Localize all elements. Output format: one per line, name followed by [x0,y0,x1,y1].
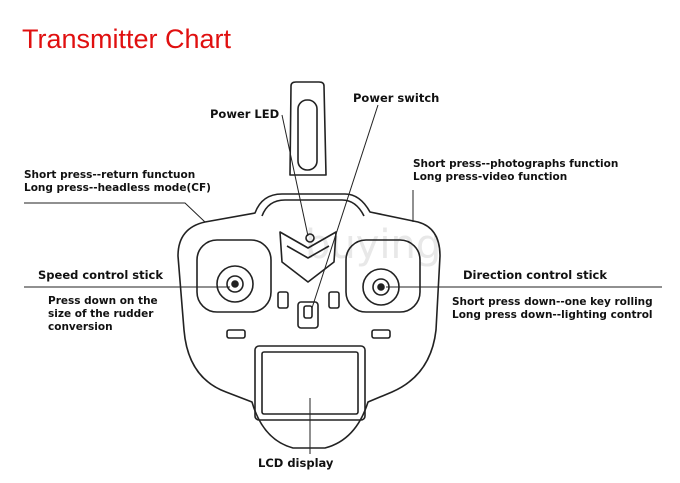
right-bottom-trim [371,329,391,339]
power-switch-icon [297,301,319,329]
left-top-leader [24,202,206,223]
power-led-icon [305,233,315,243]
speed-stick-label: Speed control stick [38,268,164,282]
left-trim-button [277,291,289,309]
speed-desc-line3: conversion [48,321,113,333]
watermark: buying [305,222,441,268]
speed-control-stick [216,265,254,303]
speed-stick-center [231,280,239,288]
power-switch-label: Power switch [353,91,440,105]
left-top-desc-line1: Short press--return functuon [24,169,196,181]
direction-stick-label: Direction control stick [463,268,607,282]
lcd-display-label: LCD display [258,456,334,470]
left-top-desc-line2: Long press--headless mode(CF) [24,182,211,194]
antenna [289,81,327,176]
power-switch-knob [303,305,313,319]
left-bottom-trim [226,329,246,339]
right-stick-well [345,239,421,313]
right-trim-button [328,291,340,309]
power-led-leader [281,114,309,237]
left-stick-well [196,239,272,313]
direction-stick-center [377,283,385,291]
right-top-desc-line1: Short press--photographs function [413,158,619,170]
led-chevron-outer [279,231,337,283]
right-top-desc-line2: Long press-video function [413,171,568,183]
page-title: Transmitter Chart [22,24,232,54]
speed-desc-line2: size of the rudder [48,308,154,320]
speed-desc-line1: Press down on the [48,295,158,307]
antenna-slot [297,99,318,171]
body-trim [261,199,365,217]
speed-stick-cap [226,275,244,293]
direction-desc-line1: Short press down--one key rolling [452,296,653,308]
transmitter-body [177,193,441,449]
power-switch-leader [311,104,379,309]
direction-desc-line2: Long press down--lighting control [452,309,653,321]
led-chevron-inner [286,245,330,259]
power-led-label: Power LED [210,107,280,121]
